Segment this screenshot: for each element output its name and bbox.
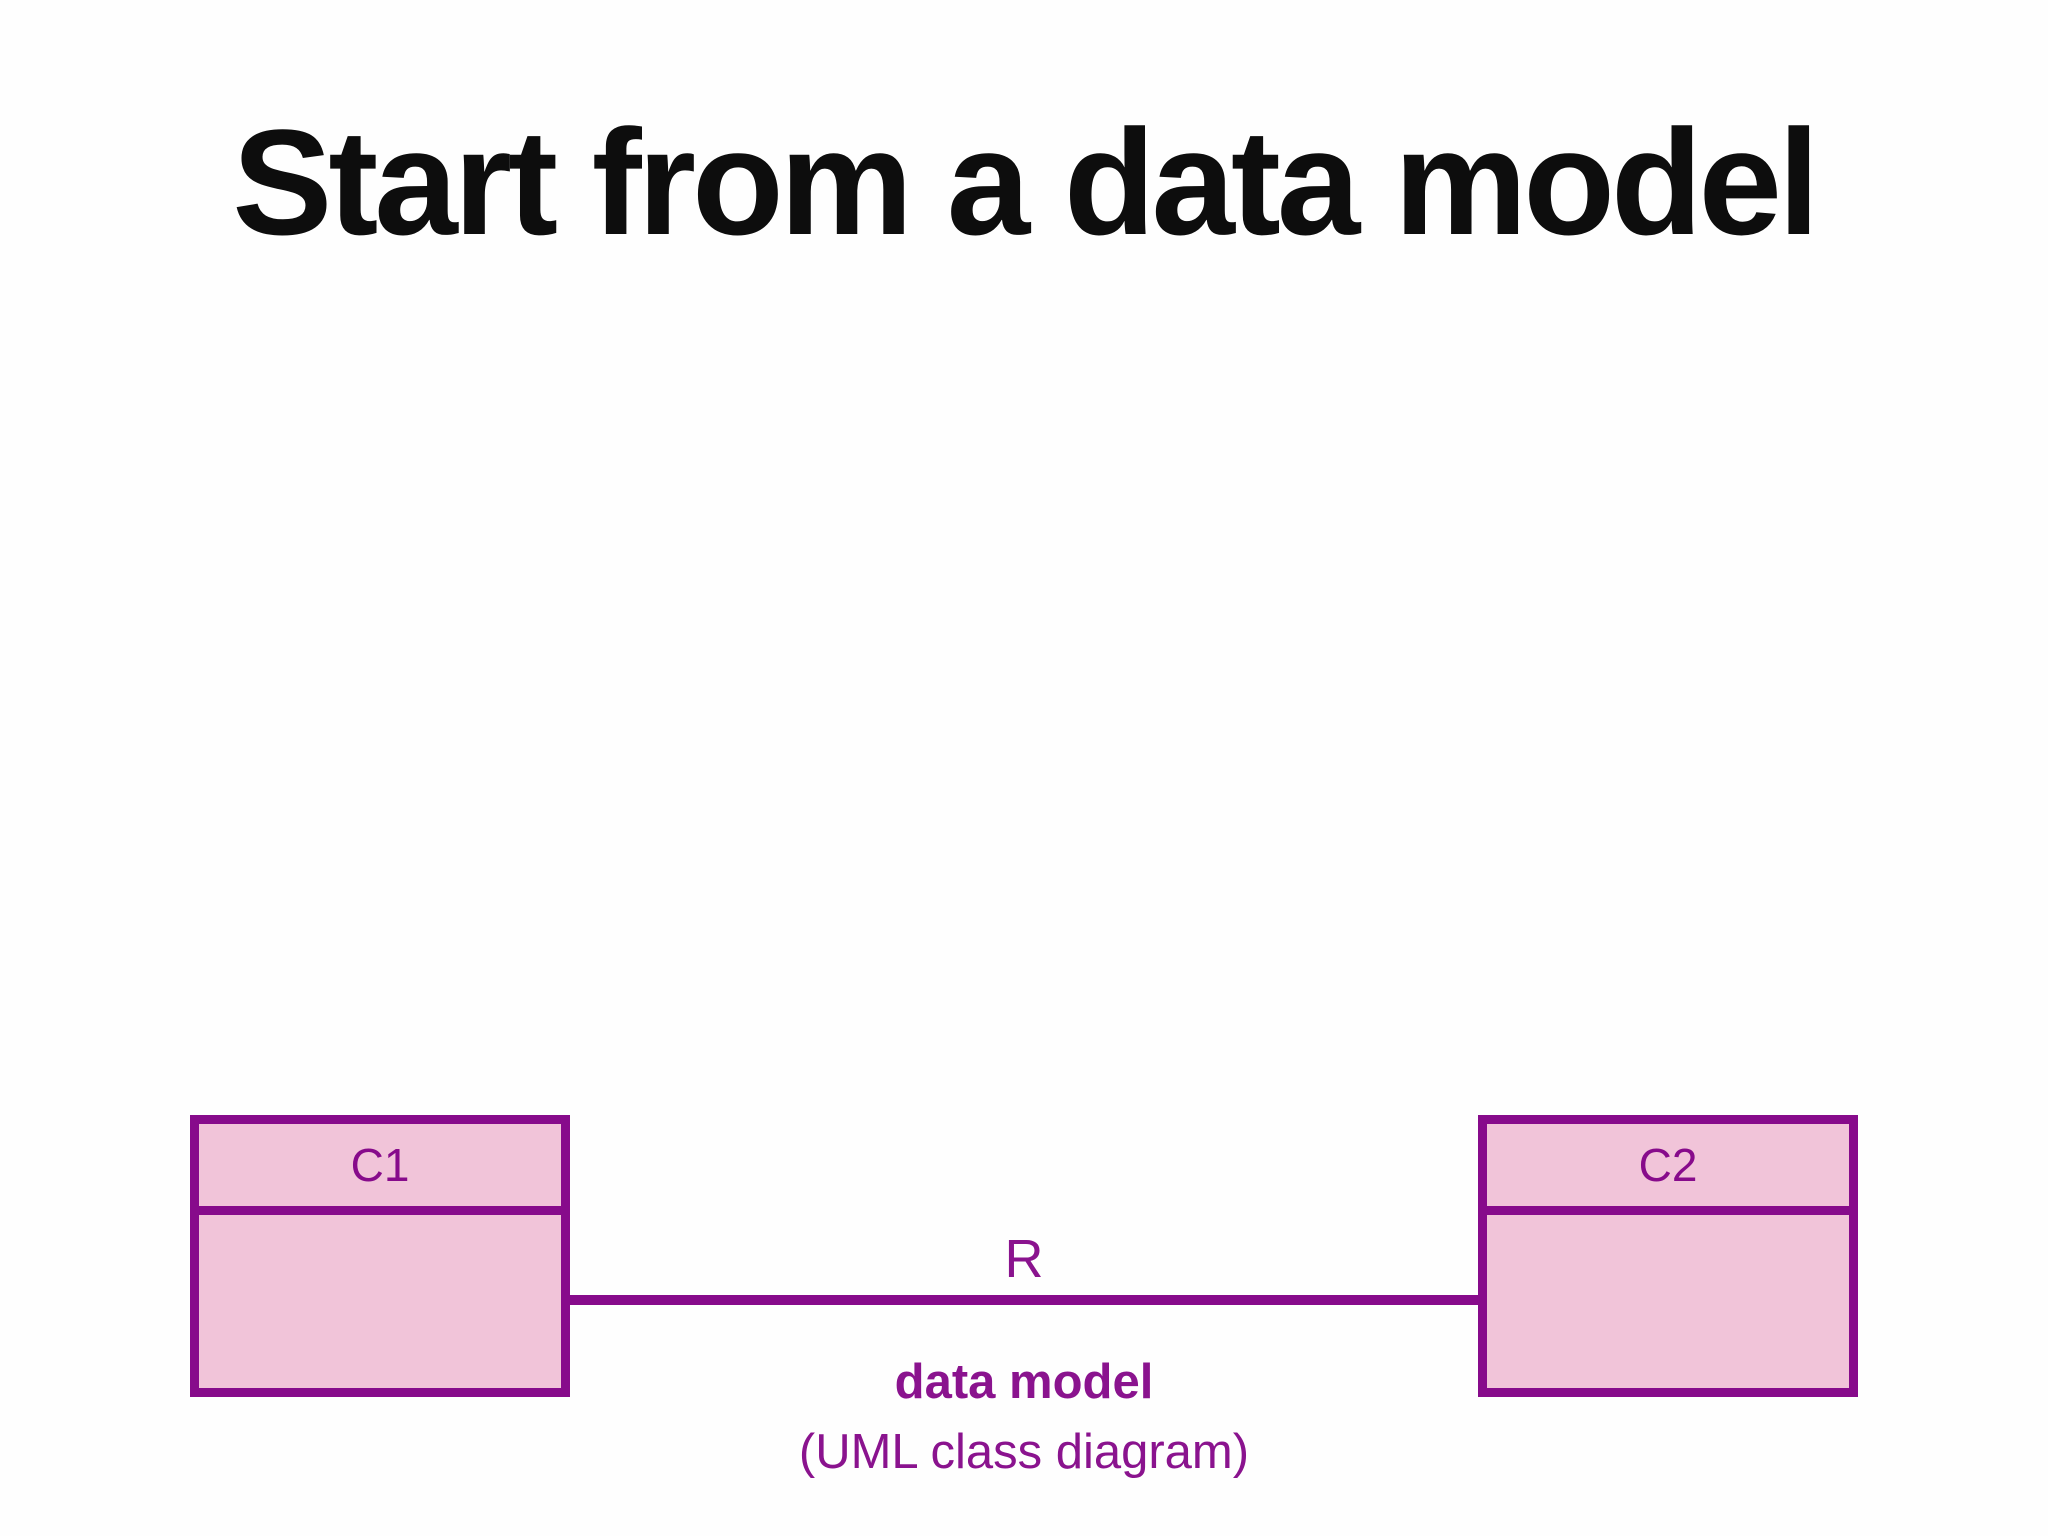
uml-class-c2-name: C2 — [1487, 1124, 1849, 1215]
uml-class-c1: C1 — [190, 1115, 570, 1397]
page-title: Start from a data model — [232, 98, 1819, 266]
association-line — [570, 1295, 1478, 1305]
uml-class-c1-attributes-compartment — [199, 1215, 561, 1388]
diagram-caption-line2: (UML class diagram) — [798, 1424, 1250, 1479]
uml-class-c2: C2 — [1478, 1115, 1858, 1397]
uml-class-c2-attributes-compartment — [1487, 1215, 1849, 1388]
association-label: R — [1004, 1229, 1044, 1289]
uml-class-c1-name: C1 — [199, 1124, 561, 1215]
diagram-caption: data model (UML class diagram) — [520, 1348, 1528, 1487]
diagram-caption-line1: data model — [894, 1355, 1154, 1409]
